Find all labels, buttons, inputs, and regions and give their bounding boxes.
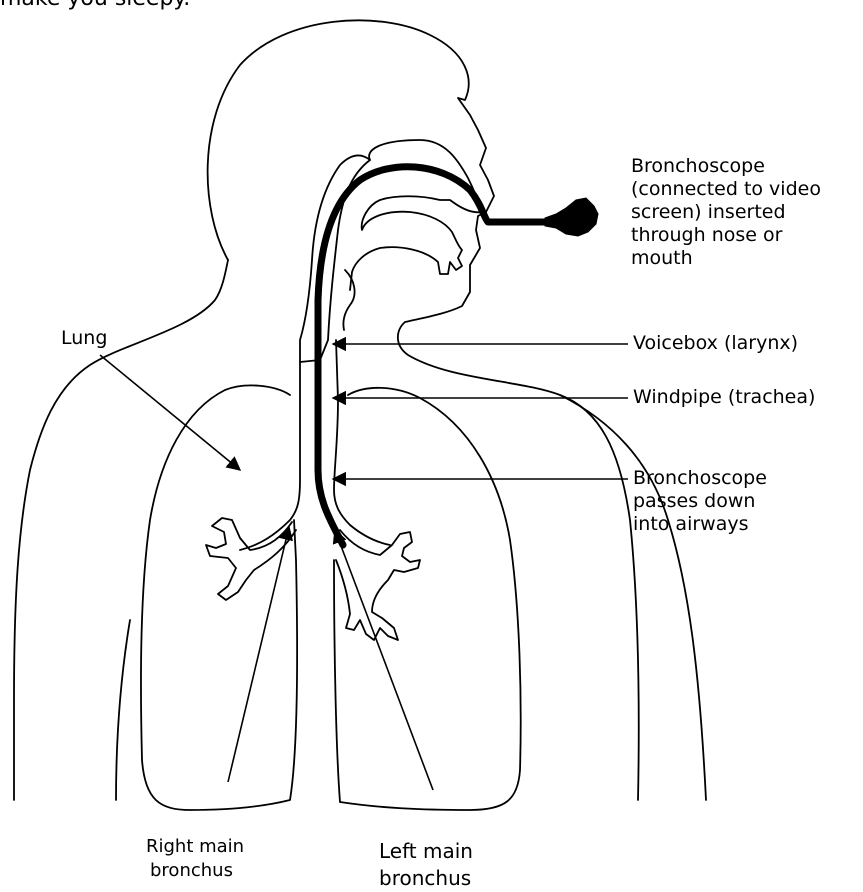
- left-lung-outline: [334, 388, 521, 810]
- voicebox-label: Voicebox (larynx): [633, 332, 798, 355]
- right-lung-outline: [141, 385, 297, 810]
- trachea-left-wall: [240, 362, 300, 550]
- neck-back-outline: [14, 260, 228, 800]
- right-main-bronchus-arrow: [228, 527, 289, 782]
- bronchoscope-passes-line-2: passes down: [633, 490, 767, 513]
- bronchoscope-inserted-line-3: screen) inserted: [631, 201, 821, 224]
- right-main-bronchus-line-2: bronchus: [146, 859, 244, 883]
- bronchoscope-passes-line-1: Bronchoscope: [633, 467, 767, 490]
- lung-label: Lung: [61, 327, 107, 350]
- epiglottis-outline: [343, 270, 354, 330]
- head-outline: [208, 20, 639, 800]
- right-main-bronchus-label: Right main bronchus: [146, 835, 244, 883]
- left-main-bronchus-label: Left main bronchus: [379, 838, 473, 892]
- bronchoscope-passes-line-3: into airways: [633, 513, 767, 536]
- left-main-bronchus-arrow: [335, 530, 433, 790]
- windpipe-label: Windpipe (trachea): [633, 386, 815, 409]
- bronchoscope-passes-label: Bronchoscope passes down into airways: [633, 467, 767, 536]
- bronchoscope-inserted-line-4: through nose or: [631, 224, 821, 247]
- bronchoscope-inserted-label: Bronchoscope (connected to video screen)…: [631, 155, 821, 270]
- right-main-bronchus-line-1: Right main: [146, 835, 244, 859]
- left-bronchial-tree: [336, 530, 420, 640]
- left-arm-inner-outline: [116, 620, 130, 800]
- right-bronchial-tree: [206, 518, 296, 600]
- bronchoscope-inserted-line-2: (connected to video: [631, 178, 821, 201]
- left-main-bronchus-line-1: Left main: [379, 838, 473, 865]
- nasal-cavity-outline: [350, 140, 482, 290]
- bronchoscope-handle: [545, 198, 598, 236]
- bronchoscope-inserted-line-5: mouth: [631, 247, 821, 270]
- right-arm-outline: [560, 395, 706, 800]
- trachea-right-wall: [334, 340, 390, 545]
- bronchoscope-tube: [318, 167, 545, 545]
- bronchoscope-inserted-line-1: Bronchoscope: [631, 155, 821, 178]
- left-main-bronchus-line-2: bronchus: [379, 865, 473, 892]
